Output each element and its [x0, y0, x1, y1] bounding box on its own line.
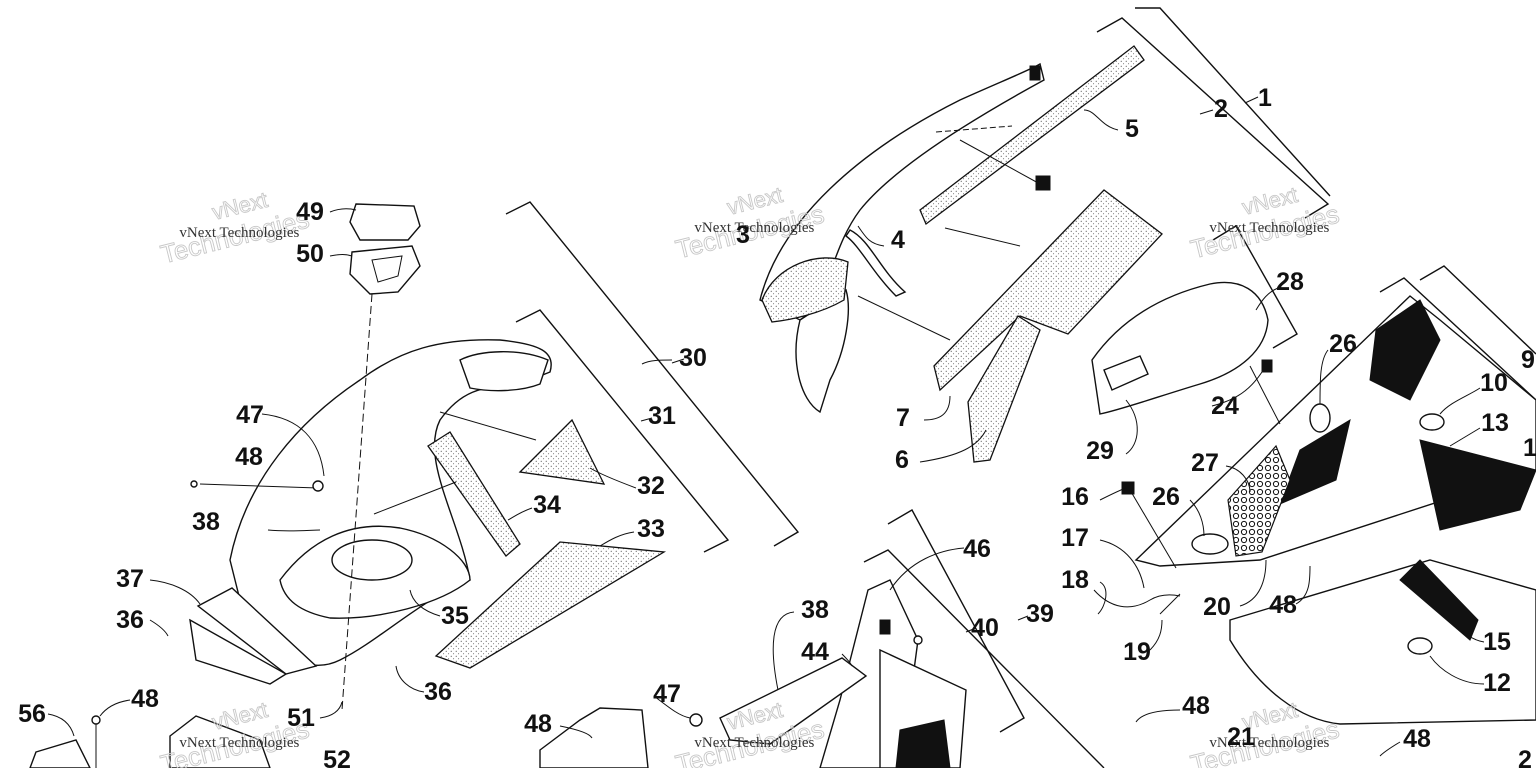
callout-48: 48 [131, 685, 159, 713]
callout-3: 3 [736, 221, 750, 249]
callout-48: 48 [235, 443, 263, 471]
callout-18: 18 [1061, 566, 1089, 594]
callout-32: 32 [637, 472, 665, 500]
callout-28: 28 [1276, 268, 1304, 296]
callout-51: 51 [287, 704, 315, 732]
callout-16: 16 [1061, 483, 1089, 511]
callout-40: 40 [971, 614, 999, 642]
callout-5: 5 [1125, 115, 1139, 143]
watermark-caption: vNext Technologies [694, 735, 814, 751]
callout-56: 56 [18, 700, 46, 728]
callout-31: 31 [648, 402, 676, 430]
callout-48: 48 [1269, 591, 1297, 619]
watermark-caption: vNext Technologies [179, 735, 299, 751]
callout-47: 47 [653, 680, 681, 708]
callout-38: 38 [192, 508, 220, 536]
lower-panel-assembly [539, 579, 967, 768]
bracket-lines [505, 7, 1536, 768]
callout-26: 26 [1152, 483, 1180, 511]
callout-46: 46 [963, 535, 991, 563]
watermark-caption: vNext Technologies [694, 220, 814, 236]
callout-48: 48 [1182, 692, 1210, 720]
callout-15: 15 [1483, 628, 1511, 656]
callout-47: 47 [236, 401, 264, 429]
callout-36: 36 [116, 606, 144, 634]
callout-30: 30 [679, 344, 707, 372]
watermark-caption: vNext Technologies [179, 225, 299, 241]
side-panel-assembly [1091, 281, 1536, 725]
callout-34: 34 [533, 491, 561, 519]
callout-1: 1 [1523, 434, 1536, 462]
callout-2: 2 [1518, 746, 1532, 768]
callout-19: 19 [1123, 638, 1151, 666]
callout-52: 52 [323, 746, 351, 768]
callout-10: 10 [1480, 369, 1508, 397]
callout-36: 36 [424, 678, 452, 706]
callout-37: 37 [116, 565, 144, 593]
callout-2: 2 [1214, 95, 1228, 123]
callout-50: 50 [296, 240, 324, 268]
callout-38: 38 [801, 596, 829, 624]
leader-lines [47, 109, 1485, 757]
callout-44: 44 [801, 638, 829, 666]
callout-4: 4 [891, 226, 905, 254]
watermark-caption: vNext Technologies [1209, 220, 1329, 236]
callout-48: 48 [1403, 725, 1431, 753]
callout-12: 12 [1483, 669, 1511, 697]
callout-7: 7 [896, 404, 910, 432]
callout-1: 1 [1258, 84, 1272, 112]
watermark-caption: vNext Technologies [1209, 735, 1329, 751]
callout-21: 21 [1227, 723, 1255, 751]
callout-20: 20 [1203, 593, 1231, 621]
callout-39: 39 [1026, 600, 1054, 628]
callout-13: 13 [1481, 409, 1509, 437]
windshield-assembly [759, 45, 1163, 463]
bottom-left-parts [29, 715, 271, 768]
callout-33: 33 [637, 515, 665, 543]
callout-26: 26 [1329, 330, 1357, 358]
callout-35: 35 [441, 602, 469, 630]
console-assembly [189, 203, 667, 711]
callout-6: 6 [895, 446, 909, 474]
callout-27: 27 [1191, 449, 1219, 477]
callout-48: 48 [524, 710, 552, 738]
callout-29: 29 [1086, 437, 1114, 465]
callout-24: 24 [1211, 392, 1239, 420]
callout-9: 9 [1521, 346, 1535, 374]
callout-17: 17 [1061, 524, 1089, 552]
callout-49: 49 [296, 198, 324, 226]
